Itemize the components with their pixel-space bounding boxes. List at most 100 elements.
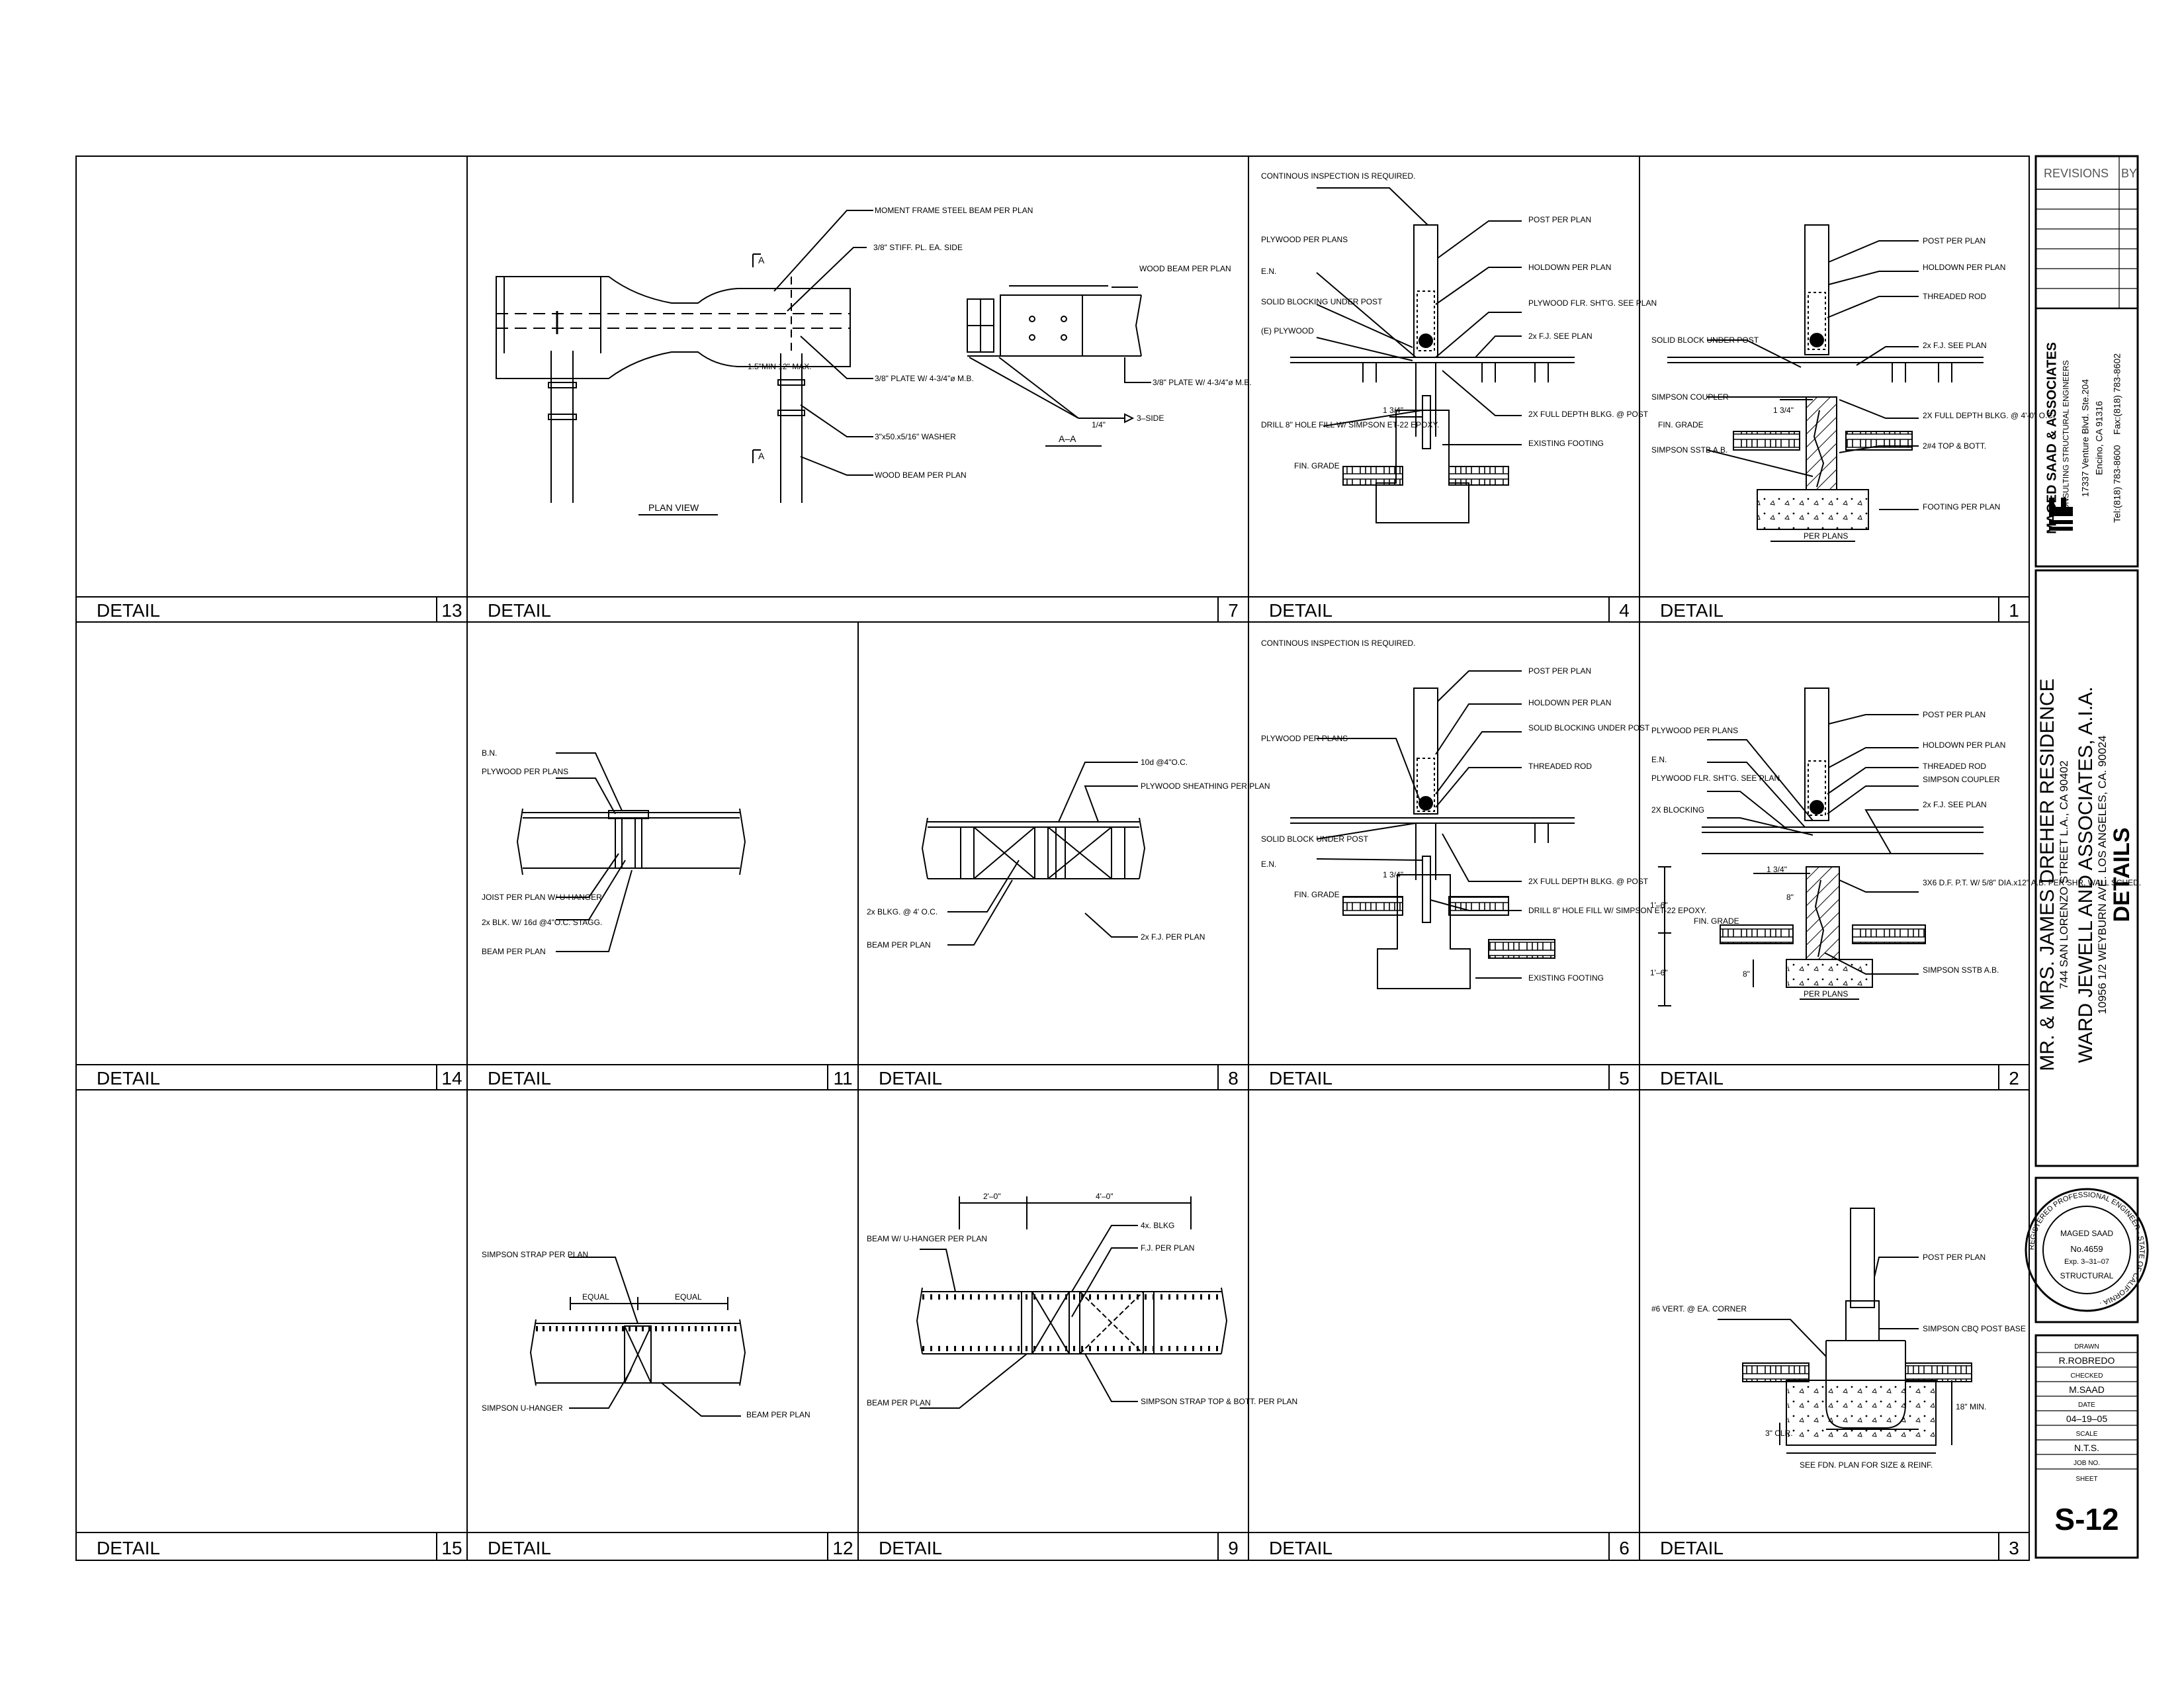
- svg-text:EXISTING FOOTING: EXISTING FOOTING: [1528, 439, 1604, 448]
- detail-7-drawing: [496, 210, 1151, 515]
- detail-5-notes: CONTINOUS INSPECTION IS REQUIRED. POST P…: [1261, 639, 1706, 983]
- svg-text:8": 8": [1743, 969, 1750, 979]
- svg-text:SIMPSON SSTB A.B.: SIMPSON SSTB A.B.: [1923, 965, 1999, 975]
- svg-text:PLYWOOD PER PLANS: PLYWOOD PER PLANS: [1651, 726, 1738, 735]
- svg-text:DATE: DATE: [2078, 1401, 2095, 1409]
- architect-name: WARD JEWELL AND ASSOCIATES, A.I.A.: [2075, 686, 2097, 1063]
- svg-text:WOOD BEAM PER PLAN: WOOD BEAM PER PLAN: [1139, 264, 1231, 273]
- svg-text:POST PER PLAN: POST PER PLAN: [1923, 710, 1986, 719]
- detail-5-number: 5: [1619, 1068, 1630, 1088]
- detail-2-notes: POST PER PLAN PLYWOOD PER PLANS E.N. HOL…: [1650, 710, 2141, 999]
- svg-text:BEAM PER PLAN: BEAM PER PLAN: [482, 947, 546, 956]
- svg-text:MAGED SAAD: MAGED SAAD: [2060, 1229, 2113, 1238]
- detail-13-title: DETAIL: [97, 600, 160, 621]
- svg-text:SHEET: SHEET: [2075, 1476, 2097, 1483]
- svg-text:8": 8": [1786, 893, 1794, 902]
- detail-6-number: 6: [1619, 1538, 1630, 1558]
- svg-text:E.N.: E.N.: [1651, 755, 1667, 764]
- svg-text:DRAWN: DRAWN: [2074, 1343, 2099, 1351]
- svg-text:FOOTING PER PLAN: FOOTING PER PLAN: [1923, 502, 2000, 511]
- svg-text:SIMPSON CBQ POST BASE: SIMPSON CBQ POST BASE: [1923, 1324, 2026, 1333]
- svg-text:PER PLANS: PER PLANS: [1804, 531, 1848, 541]
- svg-text:FIN. GRADE: FIN. GRADE: [1694, 916, 1739, 926]
- consultant-logo: [2049, 498, 2073, 531]
- svg-text:PLAN VIEW: PLAN VIEW: [648, 502, 699, 513]
- svg-text:CONTINOUS INSPECTION IS REQUIR: CONTINOUS INSPECTION IS REQUIRED.: [1261, 171, 1415, 181]
- svg-text:1'–6": 1'–6": [1650, 968, 1668, 977]
- revisions-header: REVISIONS BY: [2044, 167, 2137, 180]
- svg-text:BY: BY: [2121, 167, 2137, 180]
- detail-7-title: DETAIL: [488, 600, 551, 621]
- svg-text:18" MIN.: 18" MIN.: [1956, 1402, 1986, 1411]
- detail-4-number: 4: [1619, 600, 1630, 621]
- consultant-tel: Tel:(818) 783-8600: [2111, 445, 2122, 523]
- detail-11-drawing: [516, 752, 746, 952]
- svg-text:4'–0": 4'–0": [1096, 1192, 1114, 1201]
- svg-text:BEAM PER PLAN: BEAM PER PLAN: [746, 1410, 810, 1419]
- detail-14-title: DETAIL: [97, 1068, 160, 1088]
- svg-text:POST PER PLAN: POST PER PLAN: [1528, 215, 1591, 224]
- svg-text:PLYWOOD FLR. SHT'G. SEE PLAN: PLYWOOD FLR. SHT'G. SEE PLAN: [1651, 774, 1780, 783]
- title-block-frames: [2034, 155, 2139, 1559]
- svg-text:FIN. GRADE: FIN. GRADE: [1294, 461, 1340, 470]
- svg-text:EQUAL: EQUAL: [582, 1292, 609, 1302]
- svg-text:1.5"MIN 12" MAX.: 1.5"MIN 12" MAX.: [748, 362, 812, 371]
- detail-6-title: DETAIL: [1269, 1538, 1332, 1558]
- svg-text:2X FULL DEPTH BLKG. @ POST: 2X FULL DEPTH BLKG. @ POST: [1528, 410, 1649, 419]
- client-name: MR. & MRS. JAMES DREHER RESIDENCE: [2036, 678, 2058, 1071]
- detail-12-drawing: [529, 1257, 746, 1417]
- svg-text:PLYWOOD PER PLANS: PLYWOOD PER PLANS: [482, 767, 568, 776]
- svg-text:1 3/4": 1 3/4": [1767, 865, 1787, 874]
- svg-text:THREADED ROD: THREADED ROD: [1923, 292, 1986, 301]
- svg-text:2X FULL DEPTH BLKG. @ 4'-0" O.: 2X FULL DEPTH BLKG. @ 4'-0" O.C.: [1923, 411, 2055, 420]
- detail-12-title: DETAIL: [488, 1538, 551, 1558]
- svg-text:S-12: S-12: [2054, 1502, 2118, 1536]
- svg-text:SOLID BLOCK UNDER POST: SOLID BLOCK UNDER POST: [1651, 335, 1759, 345]
- consultant-name: MAGED SAAD & ASSOCIATES: [2044, 341, 2060, 535]
- detail-2-number: 2: [2009, 1068, 2019, 1088]
- svg-text:3X6 D.F. P.T. W/ 5/8" DIA.x12": 3X6 D.F. P.T. W/ 5/8" DIA.x12" A.B. PER …: [1923, 878, 2141, 887]
- sheet-title: DETAILS: [2109, 827, 2134, 922]
- svg-text:4x. BLKG: 4x. BLKG: [1141, 1221, 1174, 1230]
- detail-15-number: 15: [441, 1538, 462, 1558]
- svg-text:M.SAAD: M.SAAD: [2069, 1384, 2105, 1395]
- project-block: MR. & MRS. JAMES DREHER RESIDENCE 744 SA…: [2036, 584, 2134, 1166]
- svg-text:SIMPSON U-HANGER: SIMPSON U-HANGER: [482, 1403, 563, 1413]
- svg-text:2'–0": 2'–0": [983, 1192, 1001, 1201]
- svg-text:2#4 TOP & BOTT.: 2#4 TOP & BOTT.: [1923, 441, 1986, 451]
- svg-text:SCALE: SCALE: [2076, 1431, 2098, 1438]
- svg-text:(E) PLYWOOD: (E) PLYWOOD: [1261, 326, 1314, 335]
- detail-8-drawing: [921, 762, 1146, 946]
- svg-text:1 3/4": 1 3/4": [1383, 870, 1403, 879]
- svg-text:THREADED ROD: THREADED ROD: [1923, 762, 1986, 771]
- detail-3-title: DETAIL: [1660, 1538, 1724, 1558]
- detail-7-notes: MOMENT FRAME STEEL BEAM PER PLAN 3/8" ST…: [648, 206, 1252, 513]
- svg-text:BEAM PER PLAN: BEAM PER PLAN: [867, 940, 931, 950]
- detail-15-title: DETAIL: [97, 1538, 160, 1558]
- detail-7-number: 7: [1228, 600, 1239, 621]
- svg-text:PER PLANS: PER PLANS: [1804, 989, 1848, 999]
- svg-text:2x F.J. SEE PLAN: 2x F.J. SEE PLAN: [1923, 341, 1987, 350]
- svg-text:EXISTING FOOTING: EXISTING FOOTING: [1528, 973, 1604, 983]
- detail-1-number: 1: [2009, 600, 2019, 621]
- detail-9-notes: 2'–0" 4'–0" BEAM W/ U-HANGER PER PLAN 4x…: [867, 1192, 1297, 1407]
- detail-4-notes: CONTINOUS INSPECTION IS REQUIRED. PLYWOO…: [1261, 171, 1657, 470]
- svg-text:HOLDOWN PER PLAN: HOLDOWN PER PLAN: [1923, 740, 2005, 750]
- consultant-address2: Encino, CA 91316: [2093, 400, 2105, 476]
- svg-text:STRUCTURAL: STRUCTURAL: [2060, 1271, 2114, 1280]
- svg-text:2x F.J. PER PLAN: 2x F.J. PER PLAN: [1141, 932, 1205, 942]
- detail-5-drawing: [1290, 670, 1575, 989]
- svg-text:POST PER PLAN: POST PER PLAN: [1923, 1253, 1986, 1262]
- svg-text:THREADED ROD: THREADED ROD: [1528, 762, 1592, 771]
- svg-text:Exp. 3–31–07: Exp. 3–31–07: [2064, 1258, 2109, 1266]
- svg-text:N.T.S.: N.T.S.: [2074, 1443, 2099, 1453]
- detail-8-notes: 10d @4"O.C. PLYWOOD SHEATHING PER PLAN 2…: [867, 758, 1270, 950]
- detail-1-notes: POST PER PLAN HOLDOWN PER PLAN THREADED …: [1651, 236, 2055, 541]
- detail-2-title: DETAIL: [1660, 1068, 1724, 1088]
- svg-text:2X FULL DEPTH BLKG. @ POST: 2X FULL DEPTH BLKG. @ POST: [1528, 877, 1649, 886]
- architect-address: 10956 1/2 WEYBURN AVE. LOS ANGELES, CA. …: [2096, 735, 2109, 1014]
- detail-11-number: 11: [833, 1068, 852, 1088]
- detail-12-number: 12: [832, 1538, 853, 1558]
- svg-text:PLYWOOD PER PLANS: PLYWOOD PER PLANS: [1261, 235, 1348, 244]
